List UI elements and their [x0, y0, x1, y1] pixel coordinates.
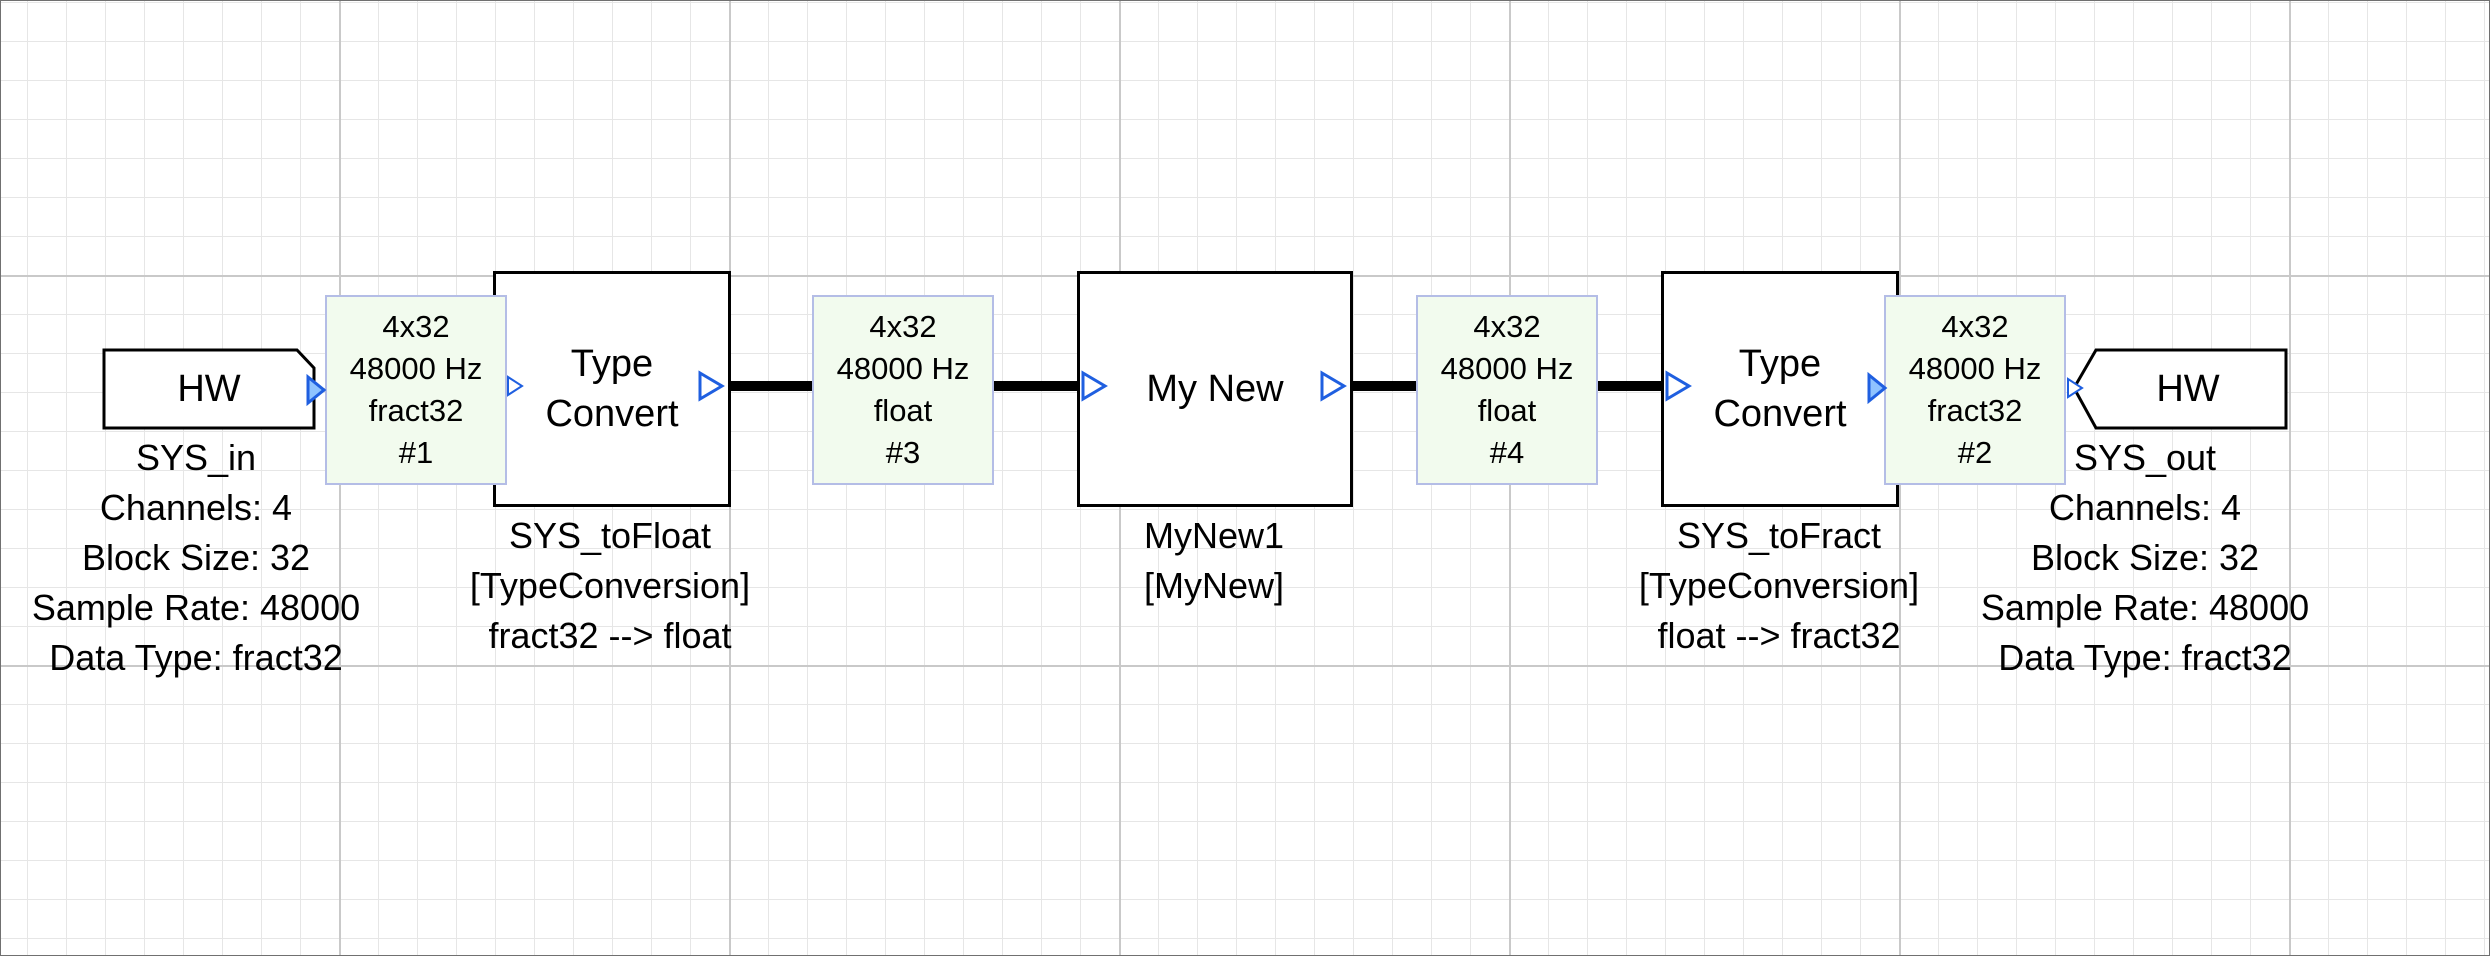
sys-in-prop-data-type: Data Type: fract32 — [49, 637, 343, 678]
sys-out-caption: SYS_out Channels: 4 Block Size: 32 Sampl… — [1981, 433, 2309, 683]
to-float-class: [TypeConversion] — [469, 565, 751, 606]
my-new-name: MyNew1 — [1143, 515, 1285, 556]
sys-in-prop-channels: Channels: 4 — [99, 487, 293, 528]
to-float-label-line-1: Type — [570, 343, 654, 385]
wire-4-rate: 48000 Hz — [1440, 351, 1574, 386]
sys-to-fract-block[interactable]: Type Convert — [1661, 271, 1899, 507]
wire-1-rate: 48000 Hz — [349, 351, 483, 386]
wire-4-type: float — [1477, 393, 1537, 428]
wire-label-2[interactable]: 4x32 48000 Hz fract32 #2 — [1884, 295, 2066, 485]
to-fract-detail: float --> fract32 — [1657, 615, 1901, 656]
wire-4-id: #4 — [1489, 435, 1525, 470]
wire-label-3[interactable]: 4x32 48000 Hz float #3 — [812, 295, 994, 485]
sys-in-caption: SYS_in Channels: 4 Block Size: 32 Sample… — [32, 433, 360, 683]
to-float-label-line-2: Convert — [545, 393, 679, 435]
wire-1-type: fract32 — [368, 393, 464, 428]
my-new-class: [MyNew] — [1143, 565, 1284, 606]
to-fract-name: SYS_toFract — [1676, 515, 1882, 556]
my-new-caption: MyNew1 [MyNew] — [1144, 511, 1284, 611]
wire-2-type: fract32 — [1927, 393, 2023, 428]
sys-in-prop-block-size: Block Size: 32 — [81, 537, 311, 578]
sys-to-float-caption: SYS_toFloat [TypeConversion] fract32 -->… — [470, 511, 750, 661]
wire-4-size: 4x32 — [1473, 309, 1541, 344]
wire-1-size: 4x32 — [382, 309, 450, 344]
sys-in-name: SYS_in — [135, 437, 257, 478]
to-float-name: SYS_toFloat — [508, 515, 712, 556]
sys-out-prop-block-size: Block Size: 32 — [2030, 537, 2260, 578]
sys-out-prop-channels: Channels: 4 — [2048, 487, 2242, 528]
sys-in-prop-sample-rate: Sample Rate: 48000 — [31, 587, 361, 628]
to-fract-label-line-1: Type — [1738, 343, 1822, 385]
sys-out-prop-data-type: Data Type: fract32 — [1998, 637, 2292, 678]
hw-output-shape — [2072, 348, 2288, 430]
wire-2-rate: 48000 Hz — [1908, 351, 2042, 386]
wire-1-id: #1 — [398, 435, 434, 470]
wire-2-size: 4x32 — [1941, 309, 2009, 344]
wire-label-4[interactable]: 4x32 48000 Hz float #4 — [1416, 295, 1598, 485]
wire-3-id: #3 — [885, 435, 921, 470]
my-new-block[interactable]: My New — [1077, 271, 1353, 507]
sys-in-block[interactable]: HW — [102, 348, 316, 430]
wire-3-rate: 48000 Hz — [836, 351, 970, 386]
to-fract-class: [TypeConversion] — [1638, 565, 1920, 606]
sys-out-name: SYS_out — [2073, 437, 2217, 478]
sys-out-label: HW — [2156, 367, 2220, 410]
to-float-detail: fract32 --> float — [488, 615, 732, 656]
wire-2-id: #2 — [1957, 435, 1993, 470]
sys-out-prop-sample-rate: Sample Rate: 48000 — [1980, 587, 2310, 628]
wire-3-size: 4x32 — [869, 309, 937, 344]
sys-to-float-block[interactable]: Type Convert — [493, 271, 731, 507]
sys-to-fract-caption: SYS_toFract [TypeConversion] float --> f… — [1639, 511, 1919, 661]
sys-in-label: HW — [177, 367, 241, 410]
my-new-label: My New — [1146, 368, 1284, 410]
wire-3-type: float — [873, 393, 933, 428]
sys-out-block[interactable]: HW — [2072, 348, 2288, 430]
to-fract-label-line-2: Convert — [1713, 393, 1847, 435]
